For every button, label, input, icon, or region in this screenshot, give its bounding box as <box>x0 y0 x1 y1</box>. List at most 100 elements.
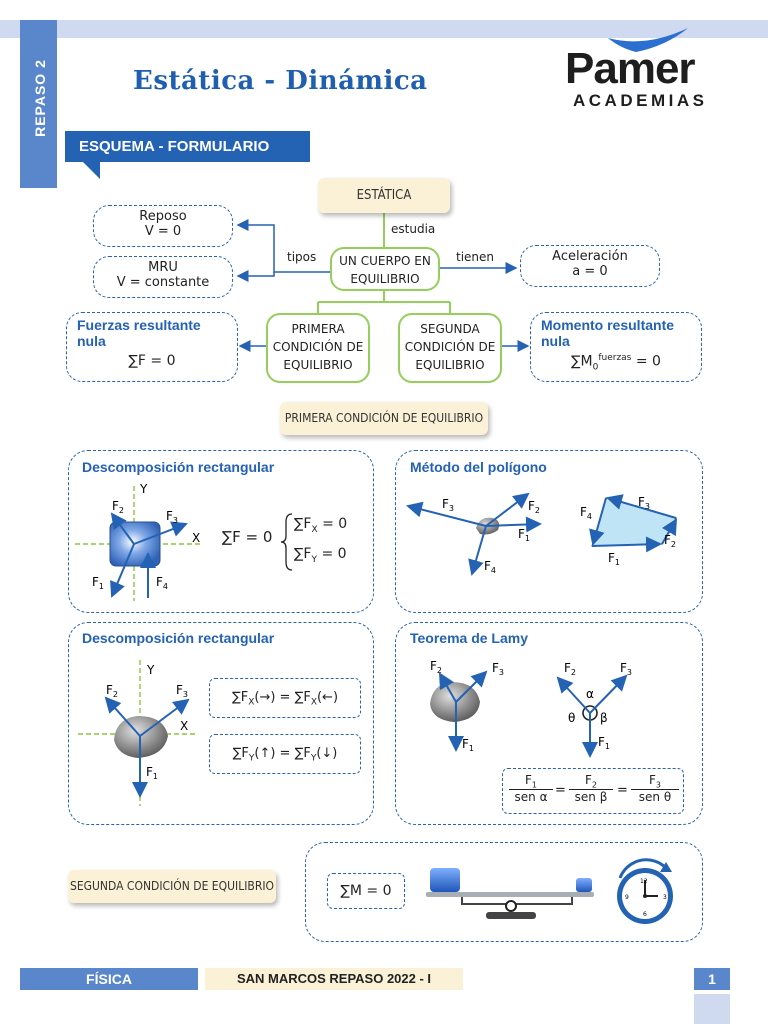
footer-page-number: 1 <box>694 968 730 990</box>
svg-text:F2: F2 <box>664 533 676 549</box>
moment-formula-end: = 0 <box>631 353 661 370</box>
moment-formula-sub: 0 <box>592 362 599 373</box>
moment-formula-sup: fuerzas <box>598 353 632 363</box>
rest-node: Reposo V = 0 <box>93 205 233 247</box>
studies-label: estudia <box>391 222 436 236</box>
types-label: tipos <box>287 250 317 264</box>
rect2-eq2-end: (↓) <box>316 746 338 761</box>
svg-text:F3: F3 <box>638 495 650 511</box>
rect2-eq2-a: ∑F <box>232 746 249 761</box>
concept-map-connectors <box>236 213 530 352</box>
rect1-eq-x-sub: X <box>311 524 318 535</box>
second-condition-line1: SEGUNDA <box>420 322 480 336</box>
body-equilibrium-line2: EQUILIBRIO <box>350 272 420 286</box>
panel-rectangular-1 <box>68 450 374 613</box>
rect1-eq-y-sub: Y <box>311 554 318 565</box>
first-condition-line3: EQUILIBRIO <box>283 358 353 372</box>
first-condition-line2: CONDICIÓN DE <box>272 340 364 354</box>
rect2-eq1-sub: X <box>248 697 255 708</box>
svg-text:θ: θ <box>568 711 575 725</box>
svg-text:F2: F2 <box>528 499 540 515</box>
lamy-den2: sen β <box>574 790 608 805</box>
rect2-eq1-a: ∑F <box>231 690 249 705</box>
brace-icon <box>280 513 293 571</box>
svg-text:X: X <box>180 719 188 733</box>
panel-rectangular-2 <box>68 622 374 825</box>
rest-line1: Reposo <box>139 209 187 224</box>
rect2-eq2-sub: Y <box>248 753 255 764</box>
rect1-eq-x-end: = 0 <box>317 516 348 532</box>
logo-name: Pamer <box>565 44 696 93</box>
resultant-moment-formula: ∑M0fuerzas = 0 <box>541 353 691 372</box>
rectangular-1-diagram: Y X F2 F3 F1 F4 <box>75 482 200 601</box>
acceleration-line2: a = 0 <box>572 264 608 279</box>
rect1-eq-left: ∑F = 0 <box>222 528 273 546</box>
lamy-frac1: F1 sen α <box>509 773 553 804</box>
logo-swoosh-icon <box>608 28 688 52</box>
f4-label: F4 <box>156 575 168 591</box>
rest-line2: V = 0 <box>144 224 182 239</box>
f1-label: F1 <box>92 575 104 591</box>
first-condition-node: PRIMERA CONDICIÓN DE EQUILIBRIO <box>266 313 370 383</box>
second-condition-node: SEGUNDA CONDICIÓN DE EQUILIBRIO <box>398 313 502 383</box>
rect2-eq1-sub2: X <box>310 697 317 708</box>
svg-text:F3: F3 <box>620 661 632 677</box>
svg-text:F2: F2 <box>106 683 118 699</box>
top-band <box>0 20 768 38</box>
second-condition-label: SEGUNDA CONDICIÓN DE EQUILIBRIO <box>68 870 276 903</box>
svg-text:9: 9 <box>625 894 629 901</box>
svg-text:F2: F2 <box>564 661 576 677</box>
panel-lamy <box>395 622 703 825</box>
rectangular-2-diagram: Y X F2 F3 F1 <box>78 660 196 806</box>
svg-text:12: 12 <box>640 878 648 885</box>
mru-line2: V = constante <box>116 275 210 290</box>
body-equilibrium-line1: UN CUERPO EN <box>339 254 431 268</box>
rect2-eq1-box: ∑FX(→) = ∑FX(←) <box>209 678 361 718</box>
have-label: tienen <box>456 250 495 264</box>
lamy-num2: F <box>585 773 592 787</box>
lamy-num3: F <box>649 773 656 787</box>
section-banner: ESQUEMA - FORMULARIO <box>65 131 310 162</box>
rect1-eq-y-main: ∑F <box>294 546 312 562</box>
svg-text:F4: F4 <box>580 505 592 521</box>
y-axis-label: Y <box>139 482 148 496</box>
f2-label: F2 <box>112 499 124 515</box>
first-condition-label: PRIMERA CONDICIÓN DE EQUILIBRIO <box>280 402 488 435</box>
rect1-eq-y: ∑FY = 0 <box>294 546 347 565</box>
lamy-diagram: F2 F3 F1 F2 F3 F1 α θ β <box>430 659 632 758</box>
footer-course: SAN MARCOS REPASO 2022 - I <box>205 968 463 990</box>
logo-subtitle: ACADEMIAS <box>573 91 708 110</box>
page-title: Estática - Dinámica <box>133 66 428 96</box>
lamy-eq1: = <box>555 783 566 798</box>
f3-label: F3 <box>166 509 178 525</box>
resultant-force-title: Fuerzas resultante nula <box>77 317 201 349</box>
lamy-den3: sen θ <box>638 790 672 805</box>
polygon-diagram: F3 F2 F1 F4 F4 F3 F2 F1 <box>406 492 678 576</box>
mru-line1: MRU <box>148 260 178 275</box>
x-axis-label: X <box>192 531 200 545</box>
resultant-force-node: Fuerzas resultante nula ∑F = 0 <box>66 312 238 382</box>
rect2-eq1-mid: (→) = ∑F <box>254 690 311 705</box>
svg-text:F2: F2 <box>430 659 442 675</box>
panel-rectangular-1-title: Descomposición rectangular <box>82 459 275 475</box>
body-equilibrium-node: UN CUERPO EN EQUILIBRIO <box>330 247 440 291</box>
svg-text:F1: F1 <box>462 737 474 753</box>
rect1-eq-x: ∑FX = 0 <box>294 516 347 535</box>
lamy-num1: F <box>525 773 532 787</box>
svg-text:F1: F1 <box>146 765 158 781</box>
rect2-eq2-sub2: Y <box>310 753 317 764</box>
svg-text:F1: F1 <box>518 527 530 543</box>
rect1-eq-x-main: ∑F <box>294 516 312 532</box>
svg-text:F3: F3 <box>176 683 188 699</box>
resultant-force-formula: ∑F = 0 <box>128 353 176 369</box>
lamy-frac2: F2 sen β <box>569 773 613 804</box>
second-condition-line3: EQUILIBRIO <box>415 358 485 372</box>
lamy-frac3: F3 sen θ <box>631 773 679 804</box>
svg-text:Y: Y <box>146 663 155 677</box>
clock-icon: 12 3 6 9 <box>617 858 673 924</box>
svg-text:3: 3 <box>663 894 667 901</box>
footer-subject: FÍSICA <box>20 968 198 990</box>
rect2-eq1-end: (←) <box>316 690 339 705</box>
svg-text:F3: F3 <box>492 661 504 677</box>
svg-text:F3: F3 <box>442 497 454 513</box>
